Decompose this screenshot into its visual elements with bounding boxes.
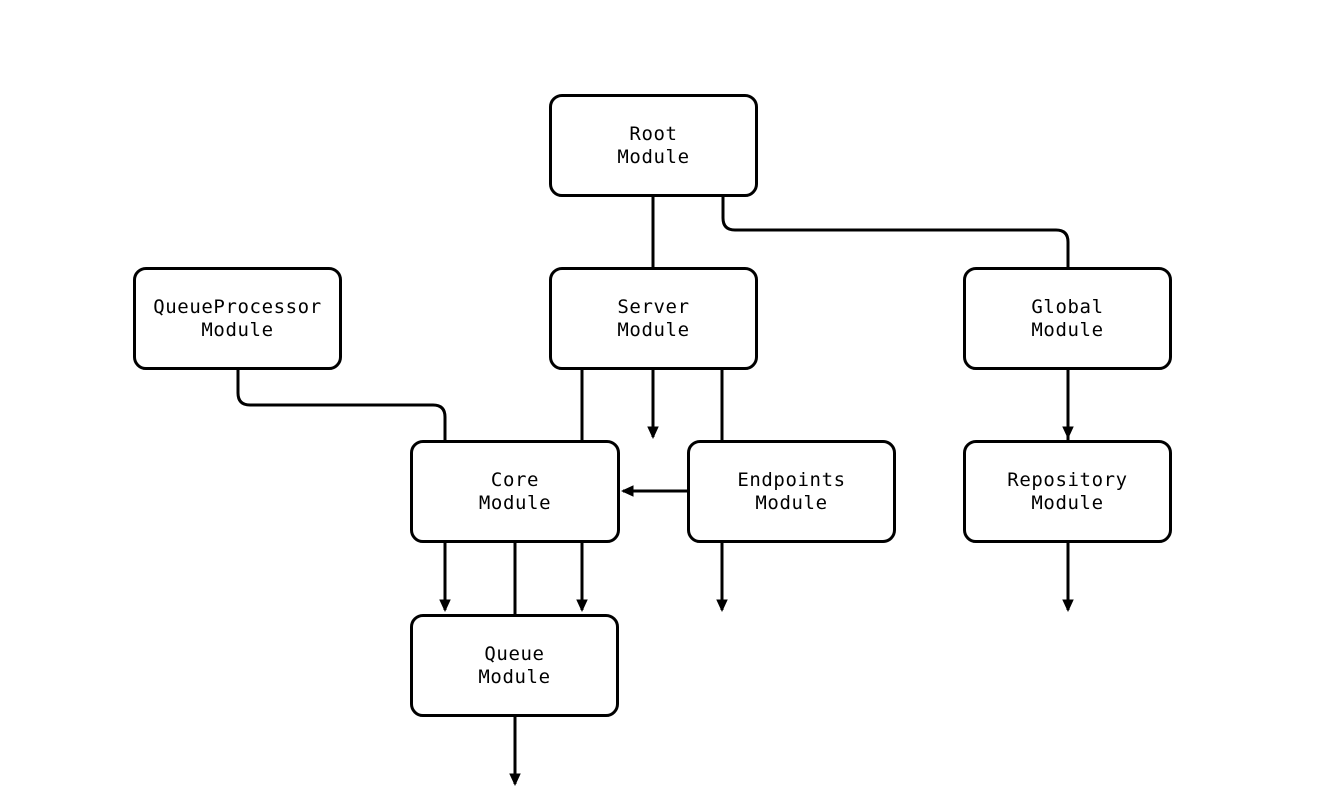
node-global-module-line2: Module xyxy=(1031,318,1104,341)
node-server-module[interactable]: Server Module xyxy=(549,267,758,370)
node-endpoints-module-line2: Module xyxy=(755,491,828,514)
node-root-module-line1: Root xyxy=(629,122,678,145)
node-repository-module-line2: Module xyxy=(1031,491,1104,514)
node-queueprocessor-module-line2: Module xyxy=(201,318,274,341)
node-global-module[interactable]: Global Module xyxy=(963,267,1172,370)
node-server-module-line2: Module xyxy=(617,318,690,341)
node-core-module-line1: Core xyxy=(490,468,540,491)
node-server-module-line1: Server xyxy=(617,295,690,318)
node-repository-module[interactable]: Repository Module xyxy=(963,440,1172,543)
node-endpoints-module[interactable]: Endpoints Module xyxy=(687,440,896,543)
node-root-module-line2: Module xyxy=(617,145,690,168)
node-core-module[interactable]: Core Module xyxy=(410,440,620,543)
node-queueprocessor-module[interactable]: QueueProcessor Module xyxy=(133,267,342,370)
node-queue-module[interactable]: Queue Module xyxy=(410,614,619,717)
node-queue-module-line2: Module xyxy=(478,665,551,688)
edge-queueprocessor-core xyxy=(236,370,451,613)
edge-root-global xyxy=(721,197,1074,440)
node-queueprocessor-module-line1: QueueProcessor xyxy=(153,295,322,318)
node-global-module-line1: Global xyxy=(1031,295,1104,318)
node-repository-module-line1: Repository xyxy=(1007,468,1128,491)
node-core-module-line2: Module xyxy=(478,491,552,514)
node-endpoints-module-line1: Endpoints xyxy=(737,468,846,491)
node-root-module[interactable]: Root Module xyxy=(549,94,758,197)
node-queue-module-line1: Queue xyxy=(484,642,545,665)
